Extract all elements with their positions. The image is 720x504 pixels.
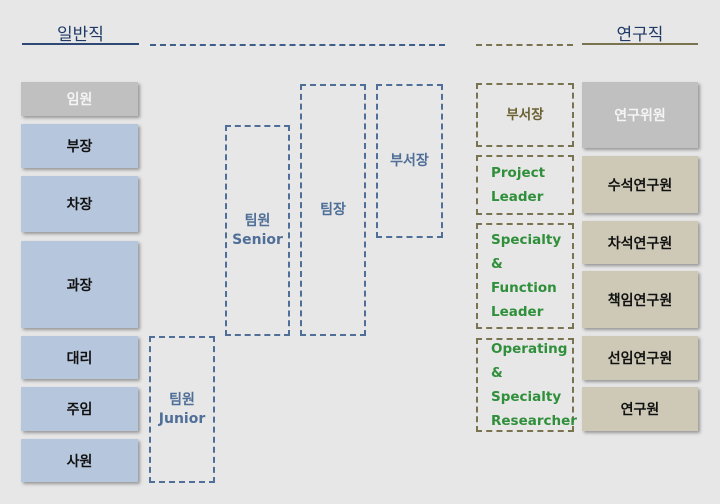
rank-general-manager: 부장 [21,124,138,168]
rank-senior-staff: 주임 [21,387,138,431]
rank-deputy-manager: 차장 [21,176,138,232]
rank-lead-researcher: 책임연구원 [582,271,698,328]
rank-executive: 임원 [21,82,138,116]
role-department-head-general: 부서장 [376,84,443,238]
rank-staff: 사원 [21,439,138,482]
general-dashed-line [150,44,445,46]
role-team-leader: 팀장 [300,84,366,336]
rank-principal-researcher: 수석연구원 [582,156,698,213]
role-department-head-research: 부서장 [476,83,574,147]
header-research: 연구직 [616,25,664,45]
role-team-member-senior: 팀원 Senior [225,125,290,336]
rank-senior-principal-researcher: 차석연구원 [582,221,698,264]
role-operating-specialty-researcher: Operating & Specialty Researcher [476,338,577,432]
rank-research-fellow: 연구위원 [582,82,698,148]
role-team-member-junior: 팀원 Junior [149,336,215,483]
rank-assistant-manager: 대리 [21,336,138,379]
research-dashed-line [476,44,573,46]
rank-senior-researcher: 선임연구원 [582,336,698,380]
role-project-leader: Project Leader [476,155,574,215]
header-research-underline [582,43,698,45]
rank-manager: 과장 [21,241,138,328]
header-general: 일반직 [57,25,104,45]
role-specialty-function-leader: Specialty & Function Leader [476,223,574,329]
rank-researcher: 연구원 [582,387,698,431]
header-general-underline [22,43,139,45]
